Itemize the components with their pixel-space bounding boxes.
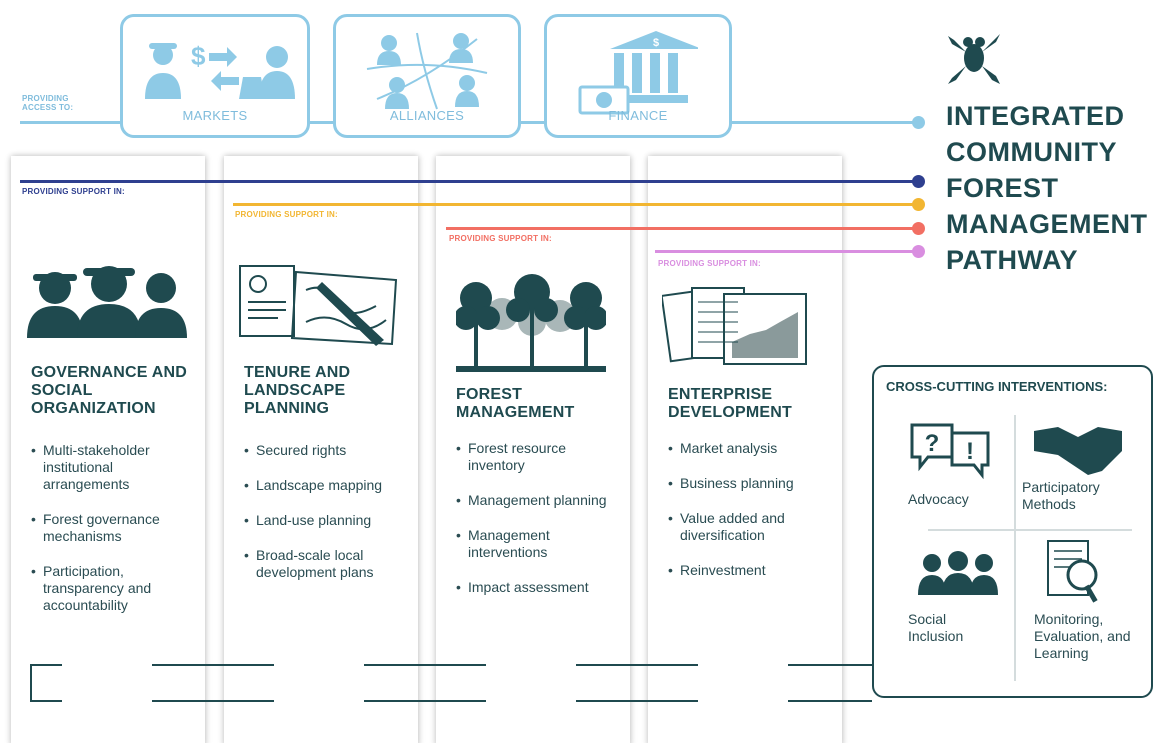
list-item: Forest resource inventory xyxy=(456,440,626,474)
list-item: Management planning xyxy=(456,492,626,509)
column-title: ENTERPRISE DEVELOPMENT xyxy=(668,386,792,421)
title-line-5: PATHWAY xyxy=(946,245,1079,275)
forest-support-label: PROVIDING SUPPORT IN: xyxy=(449,234,552,243)
list-item: Impact assessment xyxy=(456,579,626,596)
svg-text:!: ! xyxy=(966,438,974,465)
group-icon xyxy=(918,551,998,595)
svg-text:$: $ xyxy=(653,37,659,49)
list-item: Land-use planning xyxy=(244,512,414,529)
finance-box: $ FINANCE xyxy=(544,14,732,138)
enterprise-support-label: PROVIDING SUPPORT IN: xyxy=(658,259,761,268)
social-inclusion-label: Social Inclusion xyxy=(908,611,964,644)
list-item: Broad-scale local development plans xyxy=(244,547,414,581)
cross-cutting-box: CROSS-CUTTING INTERVENTIONS: ? ! Advocac… xyxy=(872,365,1153,698)
column-items: Forest resource inventory Management pla… xyxy=(456,440,626,614)
access-dot xyxy=(912,116,925,129)
column-title: TENURE AND LANDSCAPE PLANNING xyxy=(244,364,351,417)
advocacy-label: Advocacy xyxy=(908,491,969,507)
strip-gap xyxy=(62,648,152,704)
finance-label: FINANCE xyxy=(608,108,668,123)
column-title: FOREST MANAGEMENT xyxy=(456,386,575,421)
svg-text:?: ? xyxy=(925,430,940,457)
column-tenure: TENURE AND LANDSCAPE PLANNING Secured ri… xyxy=(224,156,418,743)
list-item: Management interventions xyxy=(456,527,626,561)
forest-dot xyxy=(912,222,925,235)
column-items: Market analysis Business planning Value … xyxy=(668,440,838,597)
divider xyxy=(928,529,1132,531)
magnifier-document-icon xyxy=(1047,540,1098,603)
forest-icon xyxy=(456,274,606,372)
column-forest: FOREST MANAGEMENT Forest resource invent… xyxy=(436,156,630,743)
markets-icon: $ xyxy=(145,41,295,99)
title-line-2: COMMUNITY xyxy=(946,137,1117,167)
tenure-dot xyxy=(912,198,925,211)
tenure-support-label: PROVIDING SUPPORT IN: xyxy=(235,210,338,219)
strip-gap xyxy=(274,648,364,704)
enterprise-line xyxy=(655,250,918,253)
handshake-icon xyxy=(1034,427,1122,475)
governance-support-label: PROVIDING SUPPORT IN: xyxy=(22,187,125,196)
column-governance: GOVERNANCE AND SOCIAL ORGANIZATION Multi… xyxy=(11,156,205,743)
column-items: Secured rights Landscape mapping Land-us… xyxy=(244,442,414,599)
alliances-label: ALLIANCES xyxy=(389,108,465,123)
access-caption: PROVIDING ACCESS TO: xyxy=(22,94,74,112)
markets-label: MARKETS xyxy=(182,108,248,123)
enterprise-dot xyxy=(912,245,925,258)
column-title: GOVERNANCE AND SOCIAL ORGANIZATION xyxy=(31,364,187,417)
list-item: Forest governance mechanisms xyxy=(31,511,201,545)
svg-text:$: $ xyxy=(191,41,206,71)
forest-line xyxy=(446,227,918,230)
title-line-1: INTEGRATED xyxy=(946,101,1125,131)
markets-box: $ MARKETS xyxy=(120,14,310,138)
finance-icon: $ xyxy=(578,31,698,115)
speech-bubbles-icon: ? ! xyxy=(910,423,990,480)
title-line-3: FOREST xyxy=(946,173,1059,203)
bottom-connector xyxy=(30,664,872,702)
strip-gap xyxy=(486,648,576,704)
chart-documents-icon xyxy=(662,287,807,365)
tenure-line xyxy=(233,203,918,206)
title-line-4: MANAGEMENT xyxy=(946,209,1148,239)
strip-gap xyxy=(698,648,788,704)
pathway-title: INTEGRATED COMMUNITY FOREST MANAGEMENT P… xyxy=(946,98,1148,278)
participatory-methods-label: Participatory Methods xyxy=(1022,479,1100,512)
list-item: Market analysis xyxy=(668,440,838,457)
governance-line xyxy=(20,180,918,183)
list-item: Business planning xyxy=(668,475,838,492)
alliances-box: ALLIANCES xyxy=(333,14,521,138)
alliances-icon xyxy=(366,32,488,110)
column-items: Multi-stakeholder institutional arrangem… xyxy=(31,442,201,632)
divider xyxy=(1014,415,1016,681)
frog-icon xyxy=(948,34,1000,84)
column-enterprise: ENTERPRISE DEVELOPMENT Market analysis B… xyxy=(648,156,842,743)
cross-cutting-title: CROSS-CUTTING INTERVENTIONS: xyxy=(886,379,1108,394)
list-item: Value added and diversification xyxy=(668,510,838,544)
map-plan-icon xyxy=(239,265,398,346)
monitoring-label: Monitoring, Evaluation, and Learning xyxy=(1034,611,1131,661)
list-item: Landscape mapping xyxy=(244,477,414,494)
governance-dot xyxy=(912,175,925,188)
people-icon xyxy=(27,266,187,338)
list-item: Participation, transparency and accounta… xyxy=(31,563,201,614)
list-item: Reinvestment xyxy=(668,562,838,579)
list-item: Multi-stakeholder institutional arrangem… xyxy=(31,442,201,493)
list-item: Secured rights xyxy=(244,442,414,459)
